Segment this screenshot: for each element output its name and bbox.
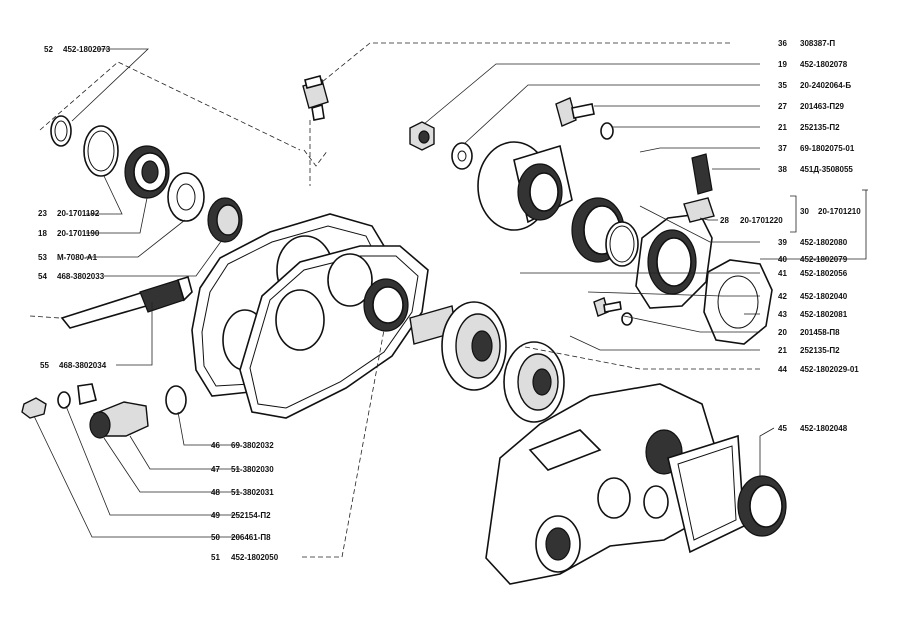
callout-number: 47 (211, 465, 220, 474)
callout-code: 20-1701190 (57, 229, 100, 238)
callout-code: 51-3802030 (231, 465, 274, 474)
callout-code: 452-1802078 (800, 60, 848, 69)
callout-number: 52 (44, 45, 53, 54)
small-bolt-part (593, 297, 633, 326)
callout-number: 20 (778, 328, 787, 337)
callout-code: 51-3802031 (231, 488, 274, 497)
threaded-plug-part (89, 401, 149, 439)
gear-cluster-part (409, 301, 565, 423)
callout-number: 21 (778, 123, 787, 132)
callout-code: 452-1802079 (800, 255, 848, 264)
callout-number: 30 (800, 207, 809, 216)
callout-code: 452-1802080 (800, 238, 848, 247)
needle-bearing-part (207, 197, 243, 243)
callout-code: 69-3802032 (231, 441, 274, 450)
bearing-cover-part (635, 197, 715, 309)
callout-code: 308387-П (800, 39, 835, 48)
callout-code: 201463-П29 (800, 102, 845, 111)
bearing-part (124, 145, 170, 199)
bolt-50-part (21, 397, 47, 419)
callout-code: 252135-П2 (800, 123, 840, 132)
callout-number: 27 (778, 102, 787, 111)
callout-number: 49 (211, 511, 220, 520)
output-flange-part (477, 141, 573, 231)
callout-code: 20-1701220 (740, 216, 783, 225)
rear-gasket-part (667, 434, 787, 554)
callout-code: 69-1802075-01 (800, 144, 855, 153)
callout-code: 206461-П8 (231, 533, 271, 542)
callout-number: 40 (778, 255, 787, 264)
callout-code: 468-3802034 (59, 361, 107, 370)
callout-number: 44 (778, 365, 787, 374)
callout-number: 43 (778, 310, 787, 319)
callout-number: 48 (211, 488, 220, 497)
callout-number: 18 (38, 229, 47, 238)
callout-number: 38 (778, 165, 787, 174)
input-shaft-part (60, 275, 193, 329)
callout-number: 50 (211, 533, 220, 542)
callout-code: 452-1802056 (800, 269, 848, 278)
callout-code: 252135-П2 (800, 346, 840, 355)
callout-number: 55 (40, 361, 49, 370)
large-snap-ring-part (83, 125, 119, 177)
callout-code: М-7080-А1 (57, 253, 98, 262)
callout-number: 51 (211, 553, 220, 562)
callout-number: 35 (778, 81, 787, 90)
bracket-part (77, 383, 97, 405)
o-ring-part (605, 221, 639, 267)
cover-gasket-part (703, 259, 773, 345)
bolt-part (555, 97, 595, 127)
callout-number: 42 (778, 292, 787, 301)
seal-washer-part (167, 172, 205, 222)
lock-washer-part (600, 122, 614, 140)
callout-number: 45 (778, 424, 787, 433)
leader-lines (29, 42, 868, 558)
pin-part (691, 153, 713, 195)
callout-code: 452-1802050 (231, 553, 279, 562)
flange-washer-part (451, 142, 473, 170)
callout-number: 19 (778, 60, 787, 69)
callout-code: 452-1802048 (800, 424, 848, 433)
callout-number: 53 (38, 253, 47, 262)
callout-code: 20-1701192 (57, 209, 100, 218)
callout-code: 451Д-3508055 (800, 165, 853, 174)
callout-number: 39 (778, 238, 787, 247)
callout-code: 452-1802040 (800, 292, 848, 301)
callout-number: 21 (778, 346, 787, 355)
callout-code: 452-1802073 (63, 45, 111, 54)
callout-number: 54 (38, 272, 47, 281)
breather-part (302, 75, 329, 121)
washer-49-part (57, 391, 71, 409)
plate-bearing-part (363, 278, 409, 332)
callout-number: 37 (778, 144, 787, 153)
callout-number: 28 (720, 216, 729, 225)
callout-code: 468-3802033 (57, 272, 105, 281)
rear-housing-part (485, 383, 717, 585)
snap-ring-part (50, 115, 72, 147)
callout-number: 46 (211, 441, 220, 450)
callout-number: 23 (38, 209, 47, 218)
callout-code: 201458-П8 (800, 328, 840, 337)
nut-part (409, 121, 435, 151)
callout-code: 20-1701210 (818, 207, 861, 216)
ring-46-part (165, 385, 187, 415)
callout-code: 20-2402064-Б (800, 81, 851, 90)
callout-code: 252154-П2 (231, 511, 271, 520)
callout-number: 36 (778, 39, 787, 48)
callout-number: 41 (778, 269, 787, 278)
callout-code: 452-1802081 (800, 310, 848, 319)
callout-code: 452-1802029-01 (800, 365, 859, 374)
callout-labels: 52 452-1802073 23 20-1701192 18 20-17011… (38, 39, 861, 562)
